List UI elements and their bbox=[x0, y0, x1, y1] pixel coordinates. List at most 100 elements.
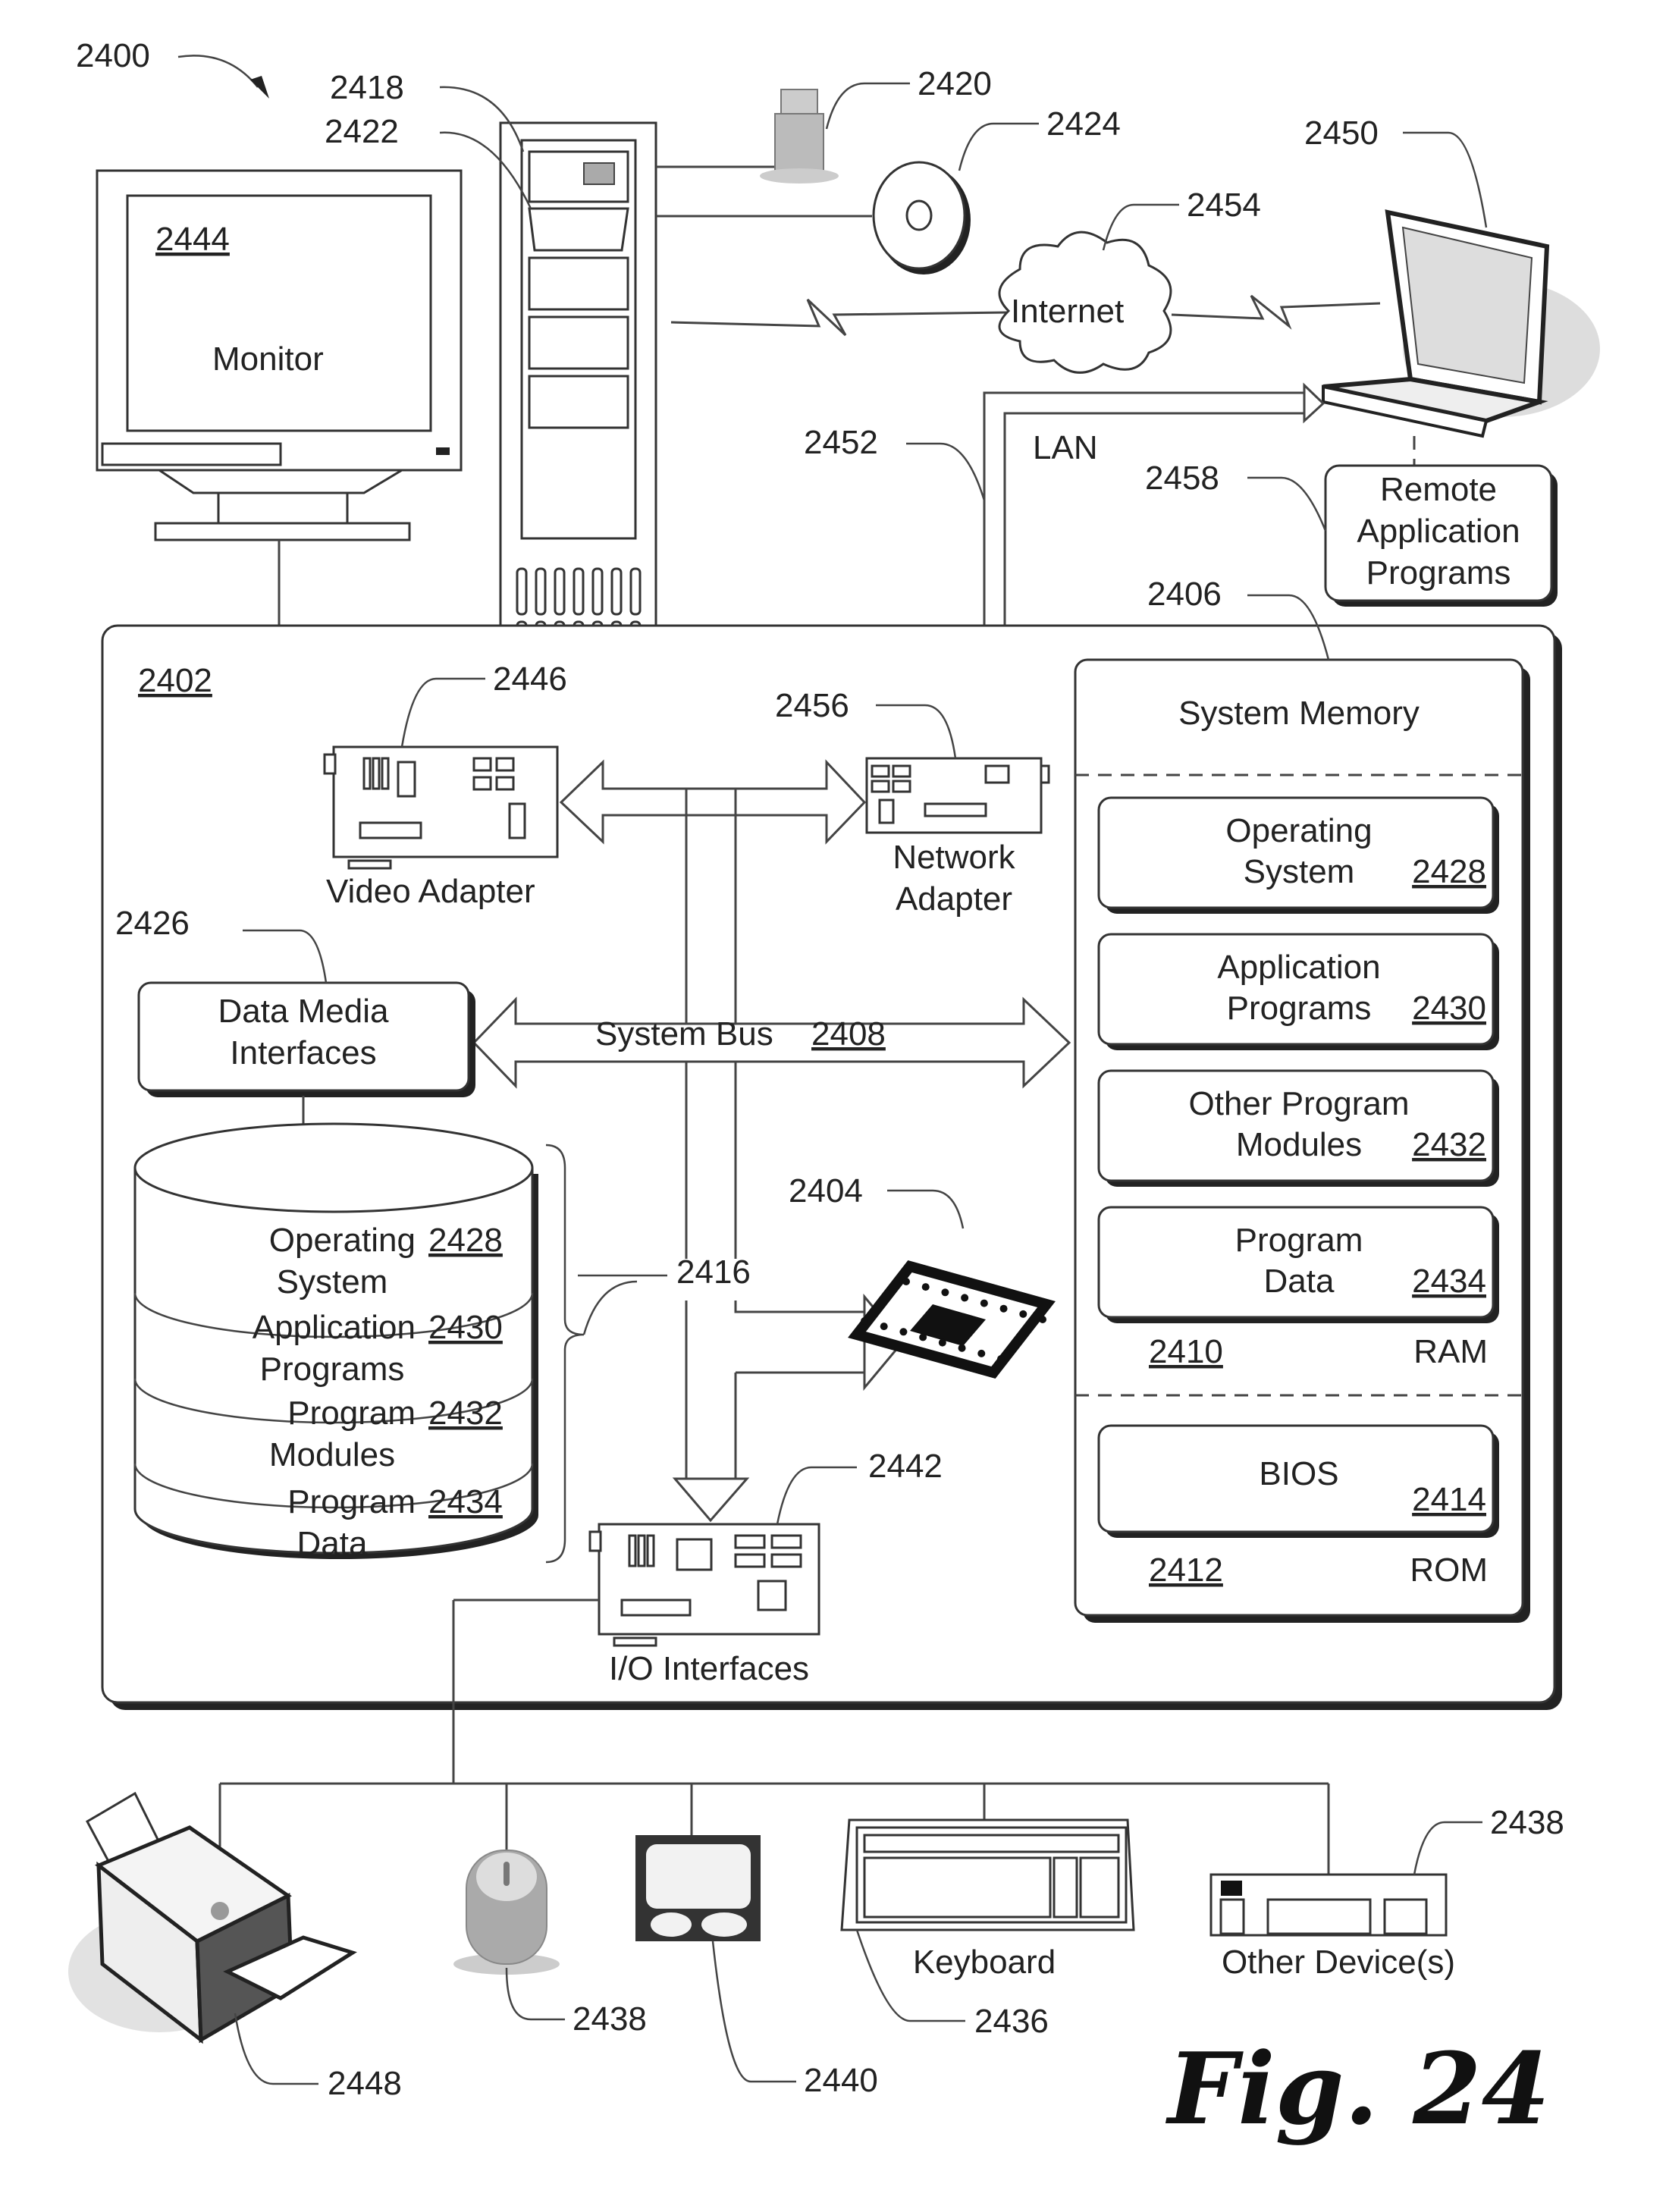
computer-ref: 2402 bbox=[138, 662, 212, 699]
video-card-bracket bbox=[325, 755, 335, 773]
chip bbox=[382, 758, 388, 789]
memory-item-ref: 2414 bbox=[1412, 1481, 1486, 1518]
memory-item-label: Programs bbox=[1227, 990, 1372, 1027]
monitor-base bbox=[155, 523, 409, 540]
chip bbox=[677, 1539, 711, 1570]
remote-label-1: Remote bbox=[1380, 471, 1497, 508]
memory-item-label: Other Program bbox=[1189, 1085, 1410, 1122]
laptop-leader bbox=[1403, 133, 1486, 227]
network-adapter-ref: 2456 bbox=[775, 687, 849, 724]
chip bbox=[474, 777, 491, 789]
rom-label: ROM bbox=[1410, 1552, 1488, 1589]
memory-item-label: BIOS bbox=[1259, 1455, 1338, 1492]
chip bbox=[364, 758, 370, 789]
disk-segment-ref: 2430 bbox=[428, 1309, 503, 1346]
memory-item-ref: 2430 bbox=[1412, 990, 1486, 1027]
drive-bay-vent bbox=[529, 317, 628, 369]
keyboard-label: Keyboard bbox=[913, 1944, 1056, 1981]
figure-ref-leader bbox=[178, 55, 258, 87]
system-bus-ref: 2408 bbox=[811, 1015, 886, 1053]
tower-vent bbox=[593, 569, 602, 614]
hard-disk: OperatingSystem2428ApplicationPrograms24… bbox=[135, 1124, 538, 1562]
tower-drive-ref: 2418 bbox=[330, 69, 404, 106]
disk-top bbox=[135, 1124, 532, 1212]
usb-plug bbox=[781, 89, 817, 116]
disk-segment-label: Program bbox=[287, 1483, 416, 1520]
memory-item-label: System bbox=[1244, 853, 1355, 890]
chip bbox=[648, 1536, 654, 1566]
tablet-button-right bbox=[701, 1912, 747, 1937]
processor-pin bbox=[961, 1294, 968, 1301]
chip bbox=[474, 758, 491, 770]
io-card-bracket bbox=[590, 1532, 601, 1551]
printer: 2448 bbox=[68, 1793, 402, 2102]
data-media-label-1: Data Media bbox=[218, 993, 389, 1030]
memory-item-ref: 2432 bbox=[1412, 1126, 1486, 1163]
chip bbox=[758, 1581, 786, 1610]
internet-label: Internet bbox=[1011, 293, 1124, 330]
tower-vent bbox=[517, 569, 526, 614]
usb-base bbox=[760, 168, 839, 184]
network-adapter-label-2: Adapter bbox=[896, 880, 1012, 918]
figure-caption: Fig. 24 bbox=[1165, 2031, 1550, 2147]
memory-item-label: Operating bbox=[1225, 812, 1372, 849]
disk-segment-label: Operating bbox=[269, 1222, 416, 1259]
keyboard-function-row bbox=[864, 1835, 1118, 1852]
chip bbox=[638, 1536, 645, 1566]
internet-cloud: Internet 2454 bbox=[999, 187, 1261, 372]
io-interfaces-label: I/O Interfaces bbox=[609, 1650, 809, 1687]
processor-pin bbox=[880, 1322, 888, 1330]
chip bbox=[986, 766, 1009, 783]
tower-vent bbox=[574, 569, 583, 614]
disk-segment-ref: 2432 bbox=[428, 1395, 503, 1432]
figure-ref: 2400 bbox=[76, 37, 150, 74]
drive-bay-media bbox=[529, 209, 628, 250]
system-memory-ref: 2406 bbox=[1147, 576, 1222, 613]
chip bbox=[893, 766, 910, 777]
ram-ref: 2410 bbox=[1149, 1333, 1223, 1370]
monitor: 2444 Monitor bbox=[97, 171, 461, 540]
printer-ref: 2448 bbox=[328, 2065, 402, 2102]
laptop-ref: 2450 bbox=[1304, 115, 1379, 152]
processor-pin bbox=[861, 1317, 868, 1325]
chip bbox=[622, 1600, 690, 1615]
chip bbox=[629, 1536, 635, 1566]
mouse-ref: 2438 bbox=[573, 2000, 647, 2038]
disk-segment-label: Data bbox=[297, 1525, 368, 1562]
remote-label-2: Application bbox=[1357, 513, 1520, 550]
mouse-wheel bbox=[504, 1862, 510, 1886]
processor-pin bbox=[977, 1350, 985, 1357]
video-card-connector bbox=[349, 861, 391, 868]
lan-leader bbox=[906, 444, 984, 500]
other-devices-ref: 2438 bbox=[1490, 1804, 1564, 1841]
chip bbox=[360, 823, 421, 838]
remote-leader bbox=[1247, 478, 1325, 531]
memory-item-label: Application bbox=[1217, 949, 1380, 986]
chip bbox=[925, 804, 986, 816]
usb-body bbox=[775, 114, 824, 174]
remote-ref: 2458 bbox=[1145, 460, 1219, 497]
disk-segment-label: Programs bbox=[260, 1351, 405, 1388]
disk-segment-label: System bbox=[277, 1263, 388, 1301]
processor-pin bbox=[1000, 1305, 1008, 1313]
tablet-button-left bbox=[651, 1912, 692, 1937]
system-bus-label: System Bus bbox=[595, 1015, 773, 1053]
remote-label-3: Programs bbox=[1366, 554, 1511, 591]
printer-leader bbox=[235, 2013, 318, 2084]
keyboard-numpad bbox=[1081, 1858, 1118, 1917]
other-devices-label: Other Device(s) bbox=[1222, 1944, 1455, 1981]
tower-media-ref: 2422 bbox=[325, 113, 399, 150]
laptop: 2450 bbox=[1304, 115, 1600, 436]
lan-arrowhead bbox=[1304, 385, 1323, 421]
processor-pin bbox=[958, 1344, 966, 1352]
chip bbox=[736, 1536, 764, 1548]
tablet-ref: 2440 bbox=[804, 2062, 878, 2099]
chip bbox=[893, 781, 910, 792]
chip bbox=[772, 1536, 801, 1548]
disk-segment-ref: 2428 bbox=[428, 1222, 503, 1259]
chip bbox=[373, 758, 379, 789]
video-adapter-ref: 2446 bbox=[493, 660, 567, 698]
other-devices: Other Device(s) 2438 bbox=[1211, 1804, 1564, 1981]
io-card-connector bbox=[614, 1638, 656, 1646]
io-interfaces-ref: 2442 bbox=[868, 1448, 943, 1485]
